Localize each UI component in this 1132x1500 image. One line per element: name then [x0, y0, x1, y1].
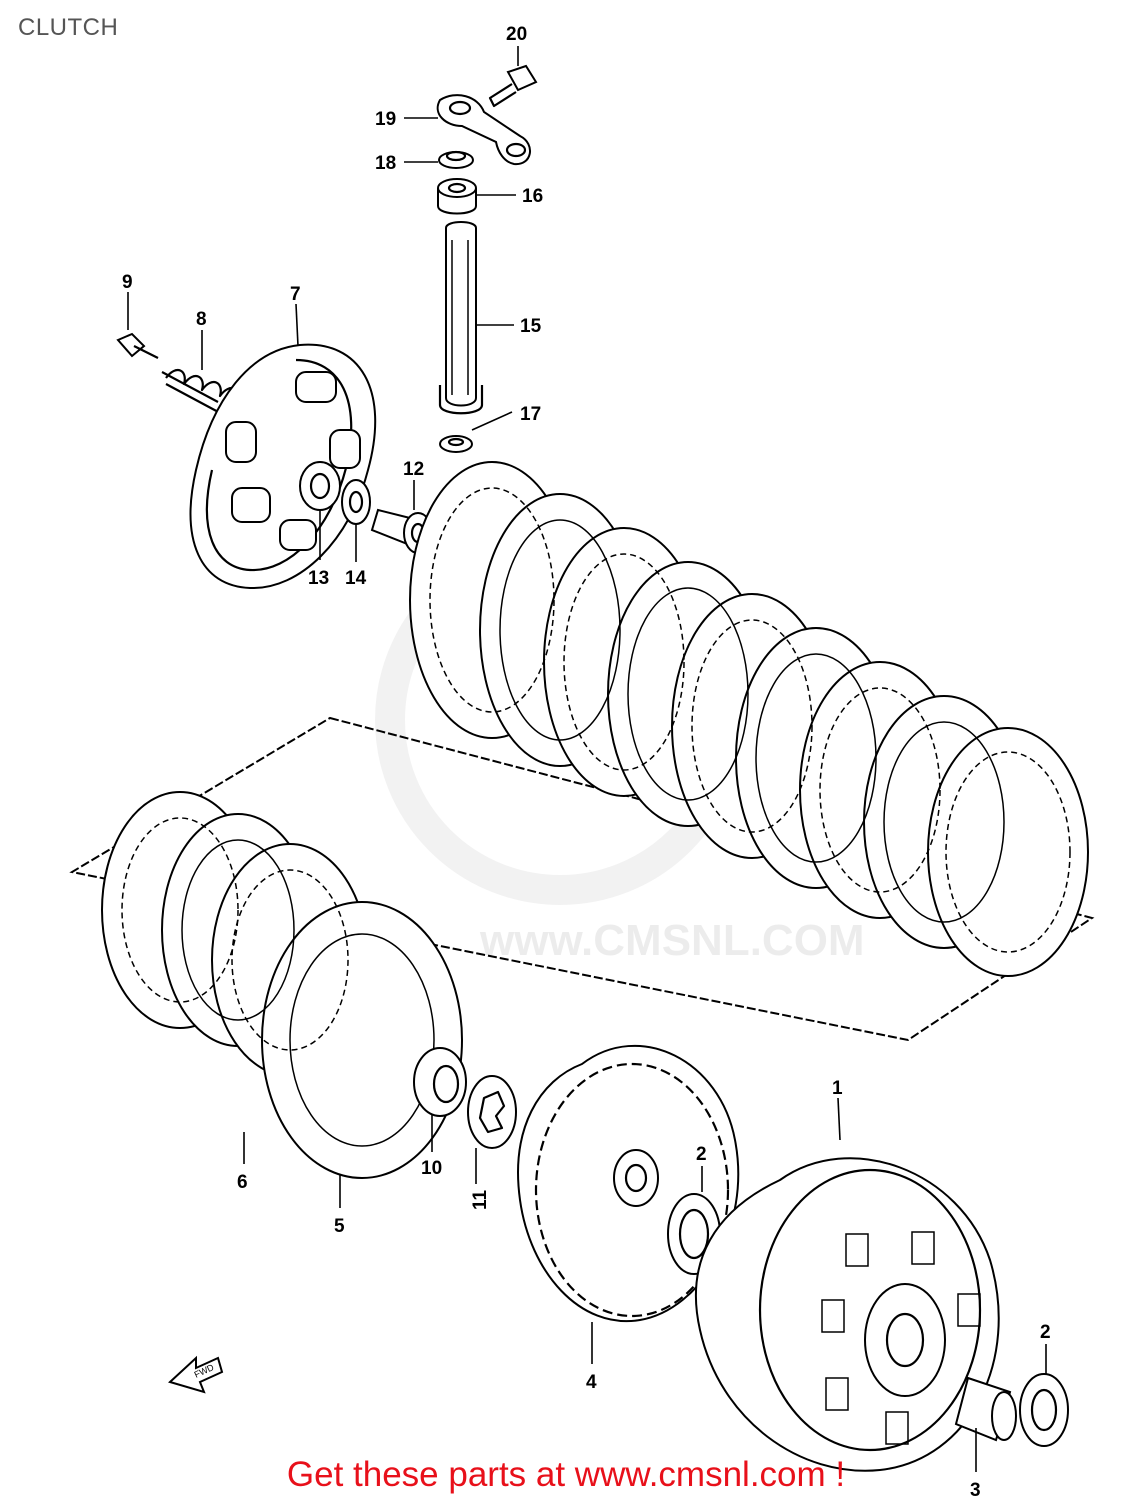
pressure-plate	[189, 343, 377, 590]
callout-6: 6	[237, 1172, 248, 1193]
callout-numbers: 20 19 18 16 15 17 9 8 7 12 13 14 6 5 10 …	[122, 24, 1051, 1500]
release-shaft	[445, 221, 477, 407]
callout-8: 8	[196, 309, 207, 330]
callout-5: 5	[334, 1216, 345, 1237]
bolt-20	[488, 64, 538, 108]
washer-14	[341, 479, 371, 525]
clutch-hub-nut	[413, 1047, 467, 1117]
callout-18: 18	[375, 153, 396, 174]
callout-7: 7	[290, 284, 301, 305]
callout-9: 9	[122, 272, 133, 293]
clutch-spring	[161, 368, 240, 415]
callout-15: 15	[520, 316, 542, 337]
callout-16: 16	[522, 186, 543, 207]
callout-2a: 2	[696, 1144, 707, 1165]
callout-17: 17	[520, 404, 541, 425]
callout-2b: 2	[1040, 1322, 1051, 1343]
callout-13: 13	[308, 568, 329, 589]
release-shaft-assembly	[436, 64, 538, 453]
callout-1: 1	[832, 1078, 843, 1099]
lower-plate-stack	[101, 791, 463, 1179]
lock-washer	[467, 1075, 517, 1149]
callout-11: 11	[470, 1189, 491, 1210]
page-title: CLUTCH	[18, 14, 119, 41]
upper-plate-stack	[409, 461, 1089, 977]
release-arm	[436, 94, 531, 166]
callout-14: 14	[345, 568, 367, 589]
bearing-13	[299, 461, 341, 511]
callout-10: 10	[421, 1158, 442, 1179]
watermark-text: www.CMSNL.COM	[479, 916, 865, 965]
primary-driven-gear-housing	[695, 1157, 1069, 1472]
footer-parts-link[interactable]: Get these parts at www.cmsnl.com !	[286, 1455, 846, 1494]
thrust-washer-2b	[1019, 1373, 1069, 1447]
pressure-plate-assembly	[116, 332, 433, 590]
callout-3: 3	[970, 1480, 981, 1500]
callout-4: 4	[586, 1372, 597, 1393]
callout-12: 12	[403, 459, 424, 480]
callout-leaders	[127, 46, 1047, 1472]
forward-direction-arrow: FWD	[168, 1355, 224, 1394]
callout-19: 19	[375, 109, 396, 130]
callout-20: 20	[506, 24, 527, 45]
